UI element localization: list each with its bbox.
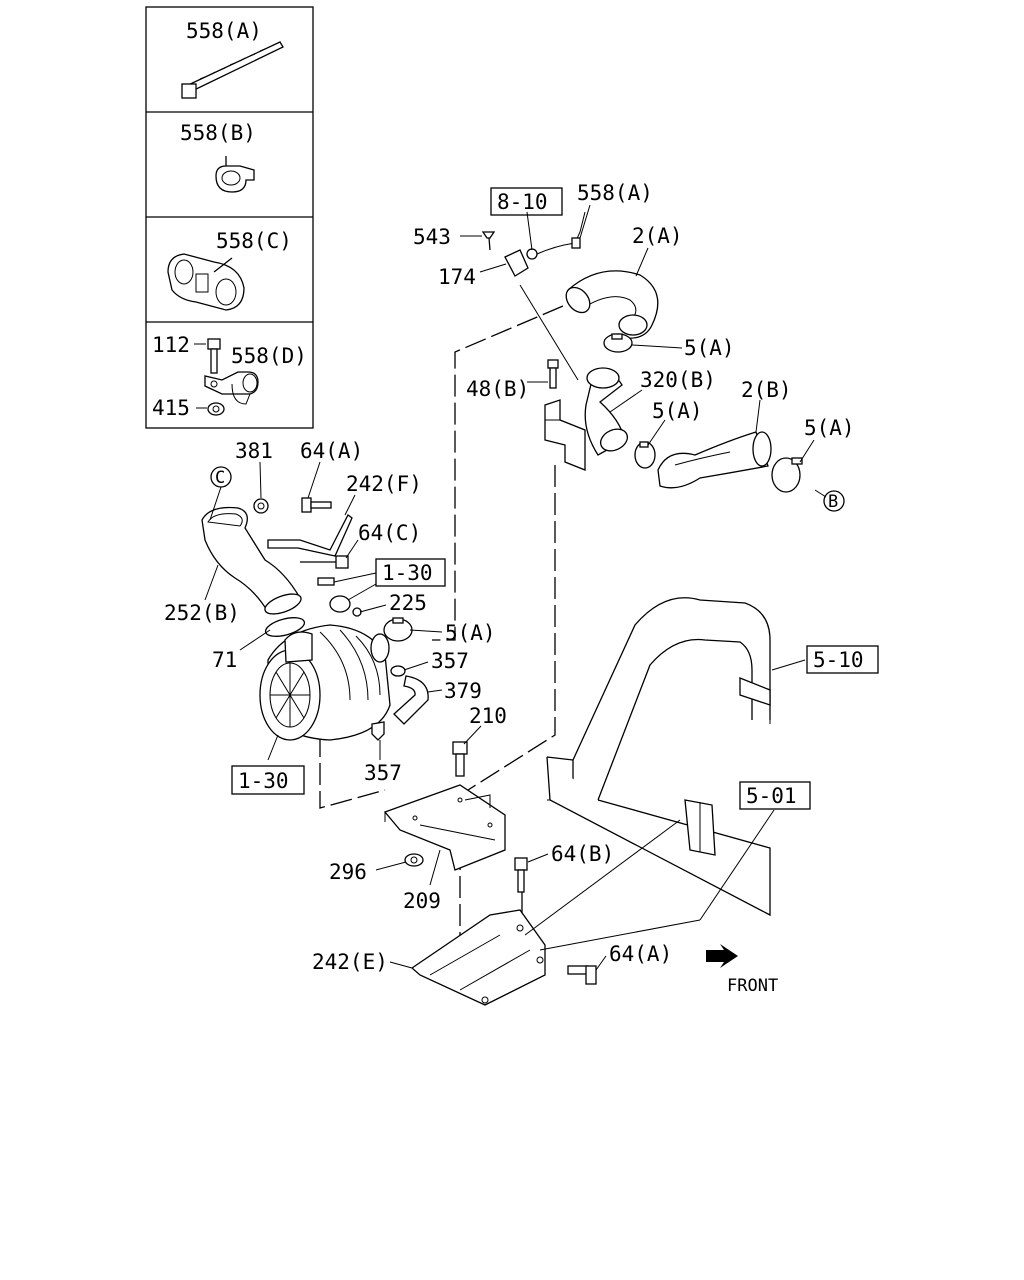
circle-marker-c: C (210, 466, 232, 488)
label-242f: 242(F) (346, 472, 422, 496)
label-48b: 48(B) (466, 377, 529, 401)
label-543: 543 (413, 225, 451, 249)
screw-543-icon (481, 231, 496, 251)
label-225: 225 (389, 591, 427, 615)
label-64c: 64(C) (358, 521, 421, 545)
label-252b: 252(B) (164, 601, 240, 625)
hose-clamp-5a-1-icon (603, 333, 633, 353)
ref-box-1-30-bottom[interactable]: 1-30 (231, 765, 305, 795)
inset-label-558b: 558(B) (180, 121, 256, 145)
nut-296-icon (404, 853, 424, 867)
harness-bracket-icon (504, 211, 586, 277)
clip-b-icon (215, 156, 255, 193)
front-label: FRONT (727, 976, 778, 996)
inset-label-112: 112 (152, 333, 190, 357)
bracket-209-icon (383, 784, 506, 871)
label-357-2: 357 (364, 761, 402, 785)
ref-box-5-10[interactable]: 5-10 (806, 645, 879, 674)
label-5a-2: 5(A) (652, 399, 703, 423)
label-381: 381 (235, 439, 273, 463)
ref-8-10-label: 8-10 (497, 190, 548, 214)
nut-icon (207, 402, 225, 416)
label-357-1: 357 (431, 649, 469, 673)
circle-marker-b: B (823, 490, 845, 512)
label-209: 209 (403, 889, 441, 913)
label-5a-4: 5(A) (445, 621, 496, 645)
circle-b-label: B (828, 492, 838, 512)
bolt-64a-lower-icon (567, 965, 597, 985)
clip-357-2-icon (371, 721, 385, 741)
hose-2a-icon (565, 270, 659, 339)
bolt-64a-icon (301, 497, 332, 513)
ref-box-8-10[interactable]: 8-10 (490, 187, 563, 216)
ref-5-10-label: 5-10 (813, 648, 864, 672)
bracket-48b-icon (544, 359, 586, 471)
bolt-64b-icon (514, 857, 528, 893)
hose-clamp-5a-4-icon (383, 617, 413, 642)
label-296: 296 (329, 860, 367, 884)
hose-clamp-5a-2-icon (634, 441, 656, 469)
bolt-icon (207, 338, 221, 374)
ref-1-30-top-label: 1-30 (382, 561, 433, 585)
clip-357-1-icon (390, 665, 406, 677)
label-558a-top: 558(A) (577, 181, 653, 205)
bolt-64c-icon (300, 555, 349, 569)
label-320b: 320(B) (640, 368, 716, 392)
label-71: 71 (212, 648, 237, 672)
label-210: 210 (469, 704, 507, 728)
hose-2b-icon (657, 431, 772, 489)
bracket-242f-icon (267, 514, 353, 557)
intake-duct-252b-icon (201, 506, 302, 615)
air-cleaner-icon (259, 624, 391, 741)
inset-label-415: 415 (152, 396, 190, 420)
label-5a-3: 5(A) (804, 416, 855, 440)
label-64a-1: 64(A) (300, 439, 363, 463)
label-2b: 2(B) (741, 378, 792, 402)
bracket-242e-icon (410, 909, 546, 1006)
band-clamp-225-icon (329, 595, 362, 617)
ref-5-01-label: 5-01 (746, 784, 797, 808)
label-174: 174 (438, 265, 476, 289)
clamp-71-icon (264, 617, 306, 637)
clip-d-icon (204, 371, 259, 405)
bolt-small-icon (317, 577, 335, 586)
leader-lines (204, 204, 827, 971)
label-379: 379 (444, 679, 482, 703)
inset-label-558a: 558(A) (186, 19, 262, 43)
label-64b: 64(B) (551, 842, 614, 866)
inset-label-558c: 558(C) (216, 229, 292, 253)
label-5a-1: 5(A) (684, 336, 735, 360)
hose-320b-icon (584, 367, 629, 456)
ref-box-1-30-top[interactable]: 1-30 (375, 558, 446, 587)
circle-c-label: C (215, 468, 225, 488)
nut-381-icon (253, 498, 269, 514)
cable-tie-icon (181, 41, 284, 99)
ref-box-5-01[interactable]: 5-01 (739, 781, 811, 810)
clip-c-icon (167, 253, 245, 311)
bolt-210-icon (452, 741, 468, 777)
frame-5-10-icon (572, 597, 771, 815)
tube-379-icon (393, 675, 429, 725)
front-arrow-icon (706, 944, 738, 968)
ref-1-30-bottom-label: 1-30 (238, 769, 289, 793)
label-2a: 2(A) (632, 224, 683, 248)
label-242e: 242(E) (312, 950, 388, 974)
inset-label-558d: 558(D) (231, 344, 307, 368)
hose-clamp-5a-3-icon (771, 457, 803, 493)
label-64a-2: 64(A) (609, 942, 672, 966)
clip-inset-panel: 558(A) 558(B) 558(C) (145, 6, 314, 429)
